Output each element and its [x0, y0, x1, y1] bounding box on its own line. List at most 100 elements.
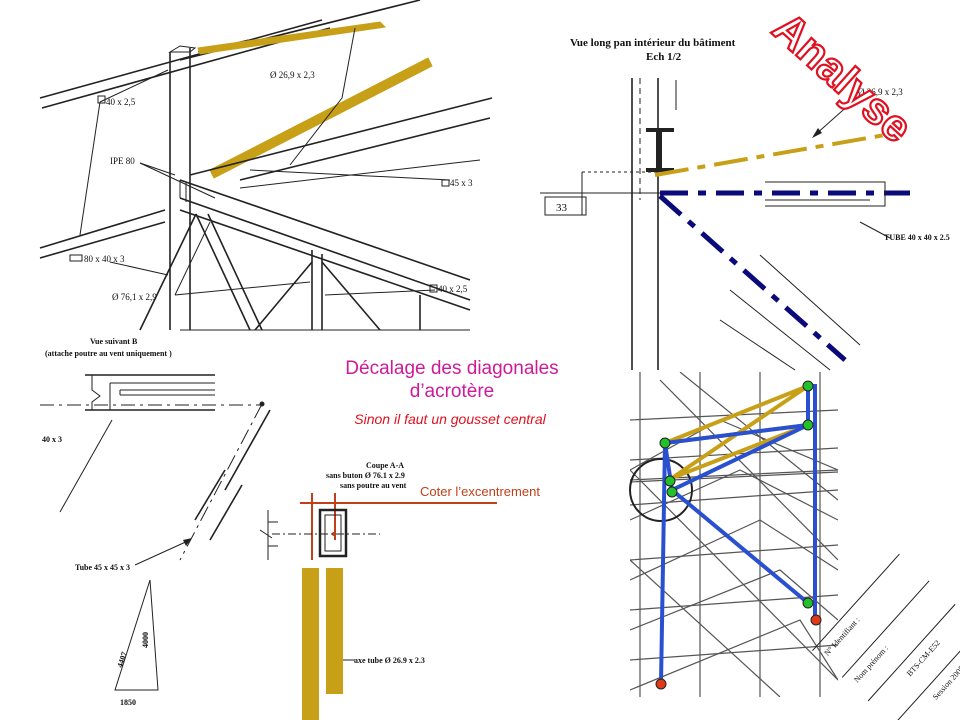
- dim-box: [544, 196, 587, 216]
- leader-sq45: [249, 169, 451, 181]
- tube-label: Ø 26,9 x 2,3: [858, 87, 903, 97]
- arrow-head: [183, 538, 192, 546]
- diagonal-member-3: [194, 469, 226, 521]
- label-tube45: Tube 45 x 45 x 3: [75, 563, 130, 572]
- node-green: [802, 380, 814, 392]
- truss-diagonal-2: [139, 213, 197, 331]
- leader-tube76-1: [174, 221, 211, 296]
- dim-4000: 4000: [141, 632, 150, 648]
- perspective-structure-view: Ø 26,9 x 2,3 40 x 2,5 IPE 80 45 x 3 80 x…: [39, 0, 493, 331]
- node-red: [810, 614, 822, 626]
- label-sq-40b: 40 x 2,5: [438, 284, 468, 294]
- leader-sq40-1: [79, 101, 101, 236]
- roof-rafter-1: [189, 97, 493, 176]
- view-b: Vue suivant B (attache poutre au vent un…: [40, 337, 271, 707]
- section-line-3: sans poutre au vent: [340, 481, 407, 490]
- analyse-stamp: Analyse: [763, 3, 921, 152]
- gold-tube-diagonal: [209, 57, 433, 179]
- leader-rect80: [109, 261, 169, 276]
- lower-chord-left-edge: [39, 221, 166, 259]
- leader-sq40b: [324, 289, 436, 296]
- label-tube-76: Ø 76,1 x 2,9: [112, 292, 157, 302]
- label-sq-45: 45 x 3: [450, 178, 473, 188]
- tube-section-outer: [318, 508, 348, 558]
- tube-centroid: [332, 532, 336, 536]
- truss-grid-vertical: [639, 372, 821, 697]
- view-b-title: Vue suivant B: [90, 337, 138, 346]
- cartouche-line-2: Nom prénom :: [852, 644, 890, 685]
- detail-circle: [629, 458, 693, 522]
- dim-4407: 4407: [115, 651, 129, 669]
- label-rect-80: 80 x 40 x 3: [84, 254, 125, 264]
- title-line-1: Décalage des diagonales: [345, 358, 558, 379]
- long-pan-view: Vue long pan intérieur du bâtiment Ech 1…: [540, 37, 950, 371]
- cartouche: N° Identifiant : Nom prénom : BTS-CM-E52…: [812, 553, 960, 720]
- ipe-beam-top: [179, 179, 471, 281]
- truss-diagonal-3: [321, 261, 381, 331]
- dim-1850: 1850: [120, 698, 136, 707]
- gold-bar-left: [302, 568, 319, 720]
- roof-rafter-2: [239, 117, 491, 181]
- cartouche-lines: [812, 553, 960, 720]
- coter-note: Coter l’excentrement: [420, 484, 540, 499]
- long-pan-title: Vue long pan intérieur du bâtiment: [570, 37, 736, 49]
- leader-tube-top-2: [289, 97, 343, 166]
- leader-ipe: [139, 162, 176, 176]
- beam-end: [109, 383, 121, 410]
- label-tube-top: Ø 26,9 x 2,3: [270, 70, 315, 80]
- leader-40: [59, 419, 113, 513]
- rect-section-icon: [69, 254, 83, 262]
- truss-diagonal-4: [254, 261, 313, 331]
- cartouche-line-3: BTS-CM-E52: [905, 638, 942, 678]
- slope-triangle: [114, 579, 159, 691]
- label-ipe-80: IPE 80: [110, 156, 135, 166]
- node-green: [666, 486, 678, 498]
- title-line-2: d’acrotère: [410, 381, 495, 402]
- ipe-beam-bottom: [179, 197, 471, 301]
- diagonal-member-1: [224, 409, 271, 491]
- view-b-subtitle: (attache poutre au vent uniquement ): [45, 349, 172, 358]
- tube-outline: [765, 181, 886, 207]
- title-block-center: Décalage des diagonales d’acrotère Sinon…: [345, 358, 558, 427]
- gold-bar-right: [326, 568, 343, 694]
- leader-ipe-2: [139, 162, 216, 199]
- truss-3d-view: [629, 372, 838, 697]
- diagonal-tube-edge-3: [719, 319, 796, 371]
- diagonal-tube-edge-1: [759, 254, 861, 346]
- leader-tube45: [134, 539, 191, 566]
- axe-tube-label: axe tube Ø 26.9 x 2.3: [354, 656, 425, 665]
- section-line-2: sans buton Ø 76.1 x 2.9: [326, 471, 405, 480]
- ibeam-bottom-flange: [646, 168, 674, 172]
- diagonal-tube-edge-2: [729, 289, 831, 371]
- label-sq-40: 40 x 2,5: [106, 97, 136, 107]
- node-green: [802, 597, 814, 609]
- diagonal-axis-view-b: [179, 403, 263, 561]
- lower-chord-left: [39, 209, 166, 249]
- leader-tube76-2: [174, 281, 311, 296]
- cartouche-line-1: N° Identifiant :: [822, 616, 861, 658]
- node-green: [659, 437, 671, 449]
- node-red: [655, 678, 667, 690]
- post-cap: [168, 45, 197, 53]
- lower-chord-right: [179, 209, 471, 311]
- node-green: [664, 475, 676, 487]
- subtitle: Sinon il faut un gousset central: [354, 411, 546, 427]
- leader-sq40-2: [99, 69, 169, 103]
- square-section-icon: [97, 95, 106, 104]
- dimension-value: 33: [556, 202, 568, 214]
- square-section-icon: [441, 179, 450, 187]
- blue-frame-outline: [659, 384, 817, 685]
- cartouche-line-4: Session 2005: [931, 664, 960, 702]
- node-green: [802, 419, 814, 431]
- arrow-head: [812, 128, 822, 138]
- section-aa: Coupe A-A sans buton Ø 76.1 x 2.9 sans p…: [259, 461, 540, 720]
- truss-grid-cross: [630, 372, 838, 697]
- section-title: Coupe A-A: [366, 461, 404, 470]
- leader-tube-bottom: [859, 221, 891, 239]
- square-section-icon: [429, 284, 438, 293]
- ibeam-web: [656, 132, 662, 168]
- gold-tube-top: [197, 21, 387, 55]
- leader-tube-label: [814, 94, 861, 136]
- long-pan-scale: Ech 1/2: [646, 51, 682, 63]
